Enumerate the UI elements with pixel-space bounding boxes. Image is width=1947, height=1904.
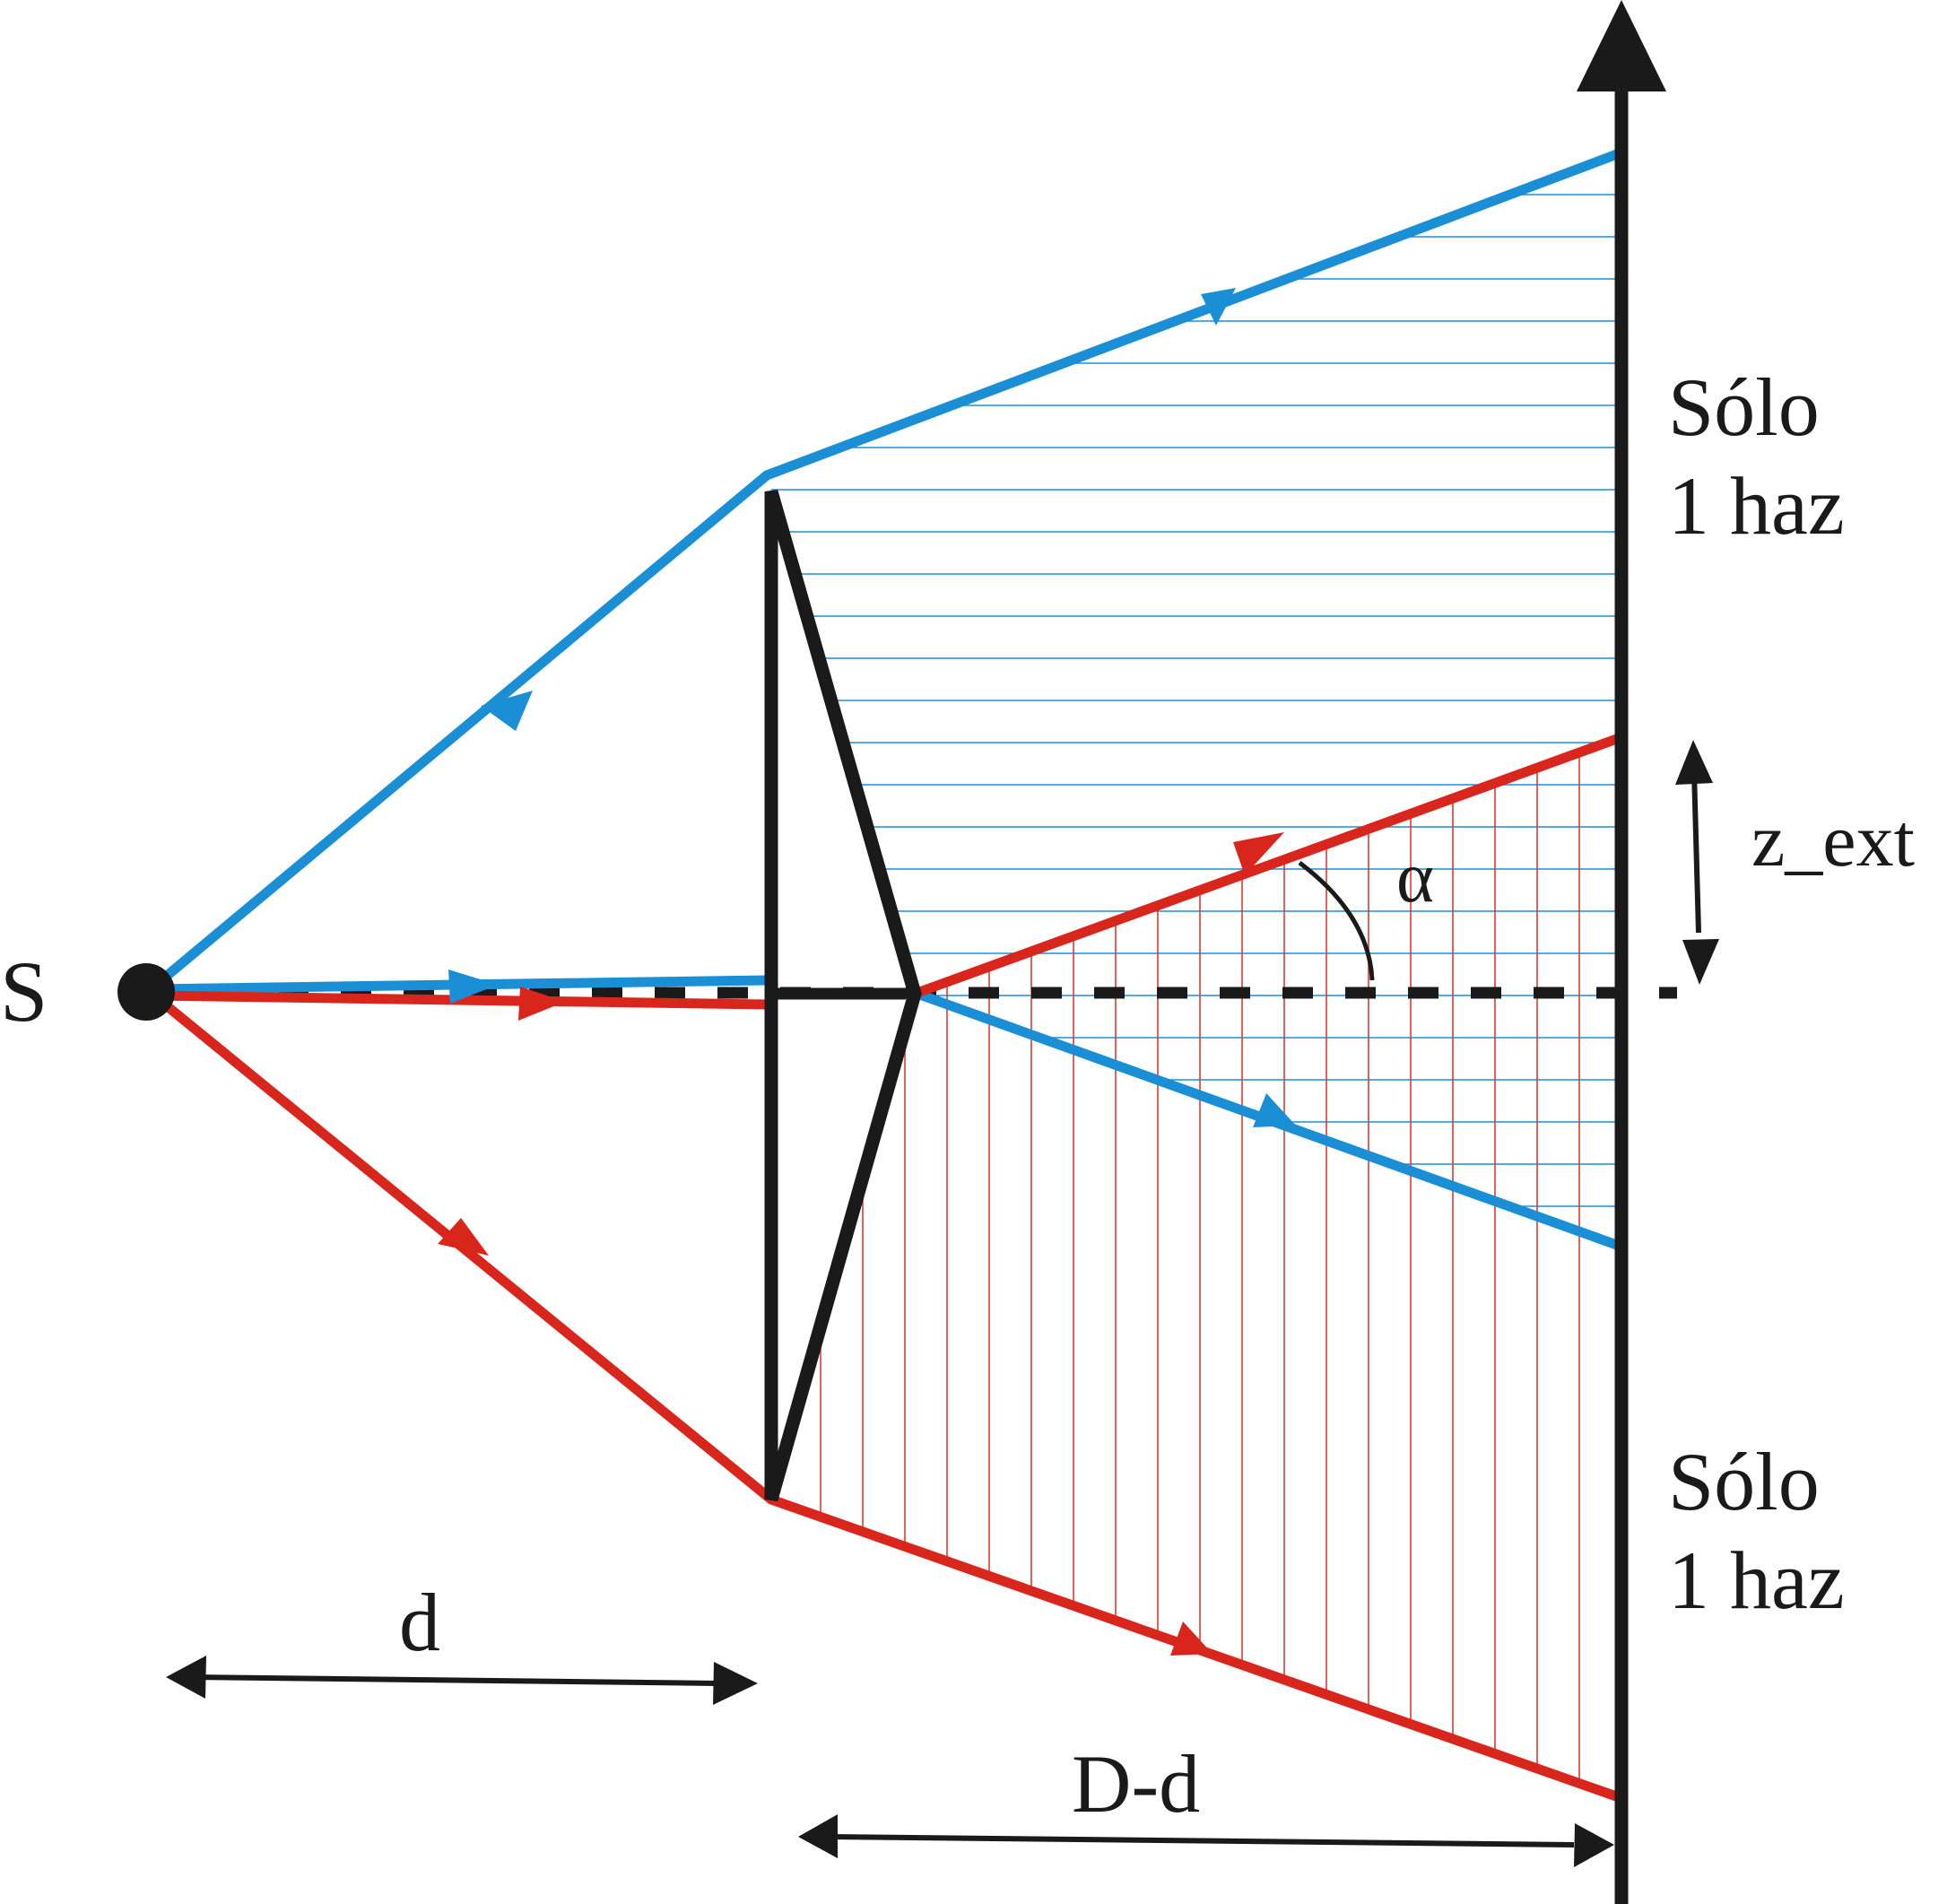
- blue-arrowhead-upper-right: [1201, 288, 1236, 326]
- z-ext-label: z_ext: [1751, 799, 1915, 882]
- red-arrowhead-lower-left: [438, 1218, 489, 1256]
- red-arrowhead-upper-right: [1233, 832, 1284, 875]
- z-ext-arrowhead-up-icon: [1675, 740, 1713, 785]
- top-region-label-line2: 1 haz: [1668, 460, 1845, 552]
- blue-ray-upper: [147, 147, 1623, 994]
- z-ext-dimension-line: [1691, 770, 1701, 934]
- blue-arrowhead-lower-right: [1253, 1093, 1296, 1127]
- bottom-region-label-line1: Sólo: [1668, 1436, 1820, 1527]
- top-region-label-line1: Sólo: [1668, 361, 1820, 453]
- z-ext-arrowhead-down-icon: [1682, 939, 1719, 985]
- D-minus-d-dimension-line: [829, 1834, 1575, 1847]
- blue-arrowhead-upper-left: [481, 691, 533, 731]
- alpha-label: α: [1396, 839, 1434, 917]
- red-arrowhead-lower-right: [1170, 1621, 1213, 1656]
- bottom-region-label-line2: 1 haz: [1668, 1535, 1845, 1626]
- D-minus-d-label: D-d: [1072, 1738, 1200, 1830]
- red-arrowhead-central: [518, 987, 565, 1021]
- red-ray-upper: [913, 732, 1623, 999]
- d-dimension-line: [192, 1674, 718, 1686]
- red-overlap-hatching: [778, 735, 1621, 1798]
- blue-arrowhead-central: [448, 969, 498, 1004]
- D-minus-d-arrowhead-left-icon: [798, 1814, 838, 1858]
- D-minus-d-arrowhead-right-icon: [1574, 1823, 1614, 1867]
- screen-arrowhead-icon: [1577, 0, 1666, 91]
- alpha-angle-arc: [1298, 860, 1375, 981]
- source-point: [117, 963, 175, 1021]
- source-label: S: [0, 943, 48, 1039]
- d-arrowhead-left-icon: [166, 1656, 206, 1699]
- d-arrowhead-right-icon: [713, 1662, 758, 1705]
- d-label: d: [399, 1577, 440, 1668]
